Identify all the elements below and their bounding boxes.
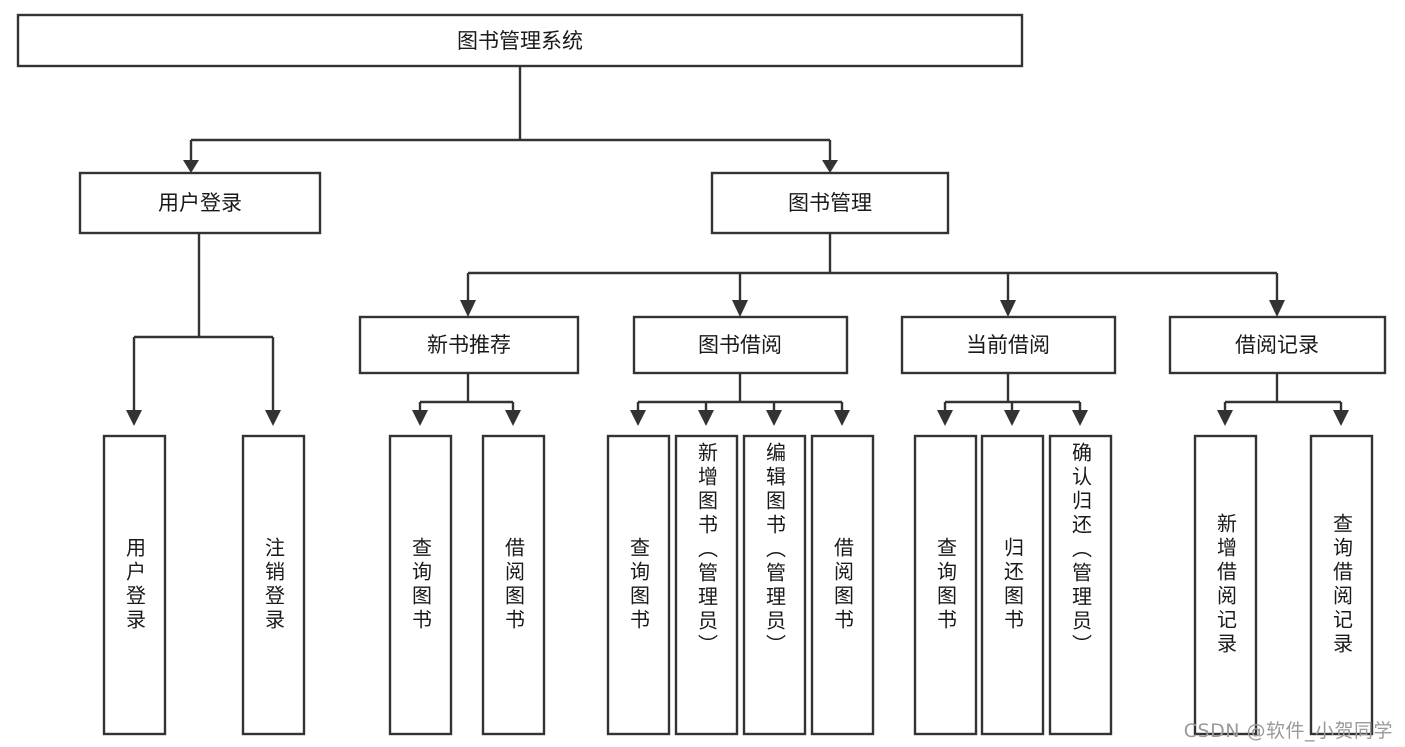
node-leaf-user-logout-box[interactable] xyxy=(241,434,306,736)
arrowhead-new-book-recommend xyxy=(460,300,476,317)
node-book-borrow-label: 图书借阅 xyxy=(698,333,782,357)
node-current-borrow-label: 当前借阅 xyxy=(966,333,1050,357)
arrowhead-user-login xyxy=(183,160,199,173)
node-leaf-user-login-box[interactable] xyxy=(102,434,167,736)
arrowhead-leaf-query-book-2 xyxy=(630,410,646,426)
node-root[interactable]: 图书管理系统 xyxy=(16,13,1024,68)
node-leaf-query-book-1-box[interactable] xyxy=(388,434,453,736)
connector-group-new-book-recommend xyxy=(412,373,521,426)
node-current-borrow-box[interactable] xyxy=(900,315,1117,375)
node-leaf-return-book-box[interactable] xyxy=(980,434,1045,736)
node-user-login-box[interactable] xyxy=(78,171,322,235)
node-leaf-query-record-box[interactable] xyxy=(1309,434,1374,736)
arrowhead-book-borrow xyxy=(732,300,748,317)
node-book-borrow-box[interactable] xyxy=(632,315,849,375)
node-leaf-borrow-book-1-box[interactable] xyxy=(481,434,546,736)
node-book-borrow[interactable]: 图书借阅 xyxy=(632,315,849,375)
node-root-box[interactable] xyxy=(16,13,1024,68)
arrowhead-leaf-add-book xyxy=(698,410,714,426)
leaf-boxes xyxy=(102,434,1374,736)
connector-group-current-borrow xyxy=(937,373,1088,426)
arrowhead-leaf-return-book xyxy=(1004,410,1020,426)
arrowhead-leaf-user-logout xyxy=(265,410,281,426)
connector-group-root xyxy=(183,66,838,173)
node-new-book-recommend[interactable]: 新书推荐 xyxy=(358,315,580,375)
node-leaf-query-book-2-box[interactable] xyxy=(606,434,671,736)
node-borrow-record-box[interactable] xyxy=(1168,315,1387,375)
arrowhead-borrow-record xyxy=(1269,300,1285,317)
node-borrow-record-label: 借阅记录 xyxy=(1235,333,1319,357)
arrowhead-leaf-user-login xyxy=(126,410,142,426)
arrowhead-book-management xyxy=(822,160,838,173)
arrowhead-leaf-edit-book xyxy=(766,410,782,426)
node-leaf-edit-book-box[interactable] xyxy=(742,434,807,736)
node-leaf-query-book-3-box[interactable] xyxy=(913,434,978,736)
node-book-management-label: 图书管理 xyxy=(788,191,872,215)
arrowhead-current-borrow xyxy=(1000,300,1016,317)
connector-group-user-login xyxy=(126,233,281,426)
connector-group-borrow-record xyxy=(1217,373,1349,426)
node-leaf-confirm-return-box[interactable] xyxy=(1048,434,1113,736)
node-borrow-record[interactable]: 借阅记录 xyxy=(1168,315,1387,375)
node-current-borrow[interactable]: 当前借阅 xyxy=(900,315,1117,375)
node-book-management-box[interactable] xyxy=(710,171,950,235)
connector-group-book-management xyxy=(460,233,1285,317)
node-book-management[interactable]: 图书管理 xyxy=(710,171,950,235)
connector-group-book-borrow xyxy=(630,373,850,426)
node-new-book-recommend-label: 新书推荐 xyxy=(427,333,511,357)
node-leaf-add-record-box[interactable] xyxy=(1193,434,1258,736)
arrowhead-leaf-query-book-3 xyxy=(937,410,953,426)
arrowhead-leaf-borrow-book-1 xyxy=(505,410,521,426)
node-root-label: 图书管理系统 xyxy=(457,29,583,53)
node-leaf-add-book-box[interactable] xyxy=(674,434,739,736)
csdn-watermark: CSDN @软件_小贺同学 xyxy=(1183,720,1393,742)
arrowhead-leaf-add-record xyxy=(1217,410,1233,426)
node-new-book-recommend-box[interactable] xyxy=(358,315,580,375)
node-leaf-borrow-book-2-box[interactable] xyxy=(810,434,875,736)
node-user-login[interactable]: 用户登录 xyxy=(78,171,322,235)
arrowhead-leaf-borrow-book-2 xyxy=(834,410,850,426)
arrowhead-leaf-query-record xyxy=(1333,410,1349,426)
arrowhead-leaf-confirm-return xyxy=(1072,410,1088,426)
arrowhead-leaf-query-book-1 xyxy=(412,410,428,426)
node-user-login-label: 用户登录 xyxy=(158,191,242,215)
